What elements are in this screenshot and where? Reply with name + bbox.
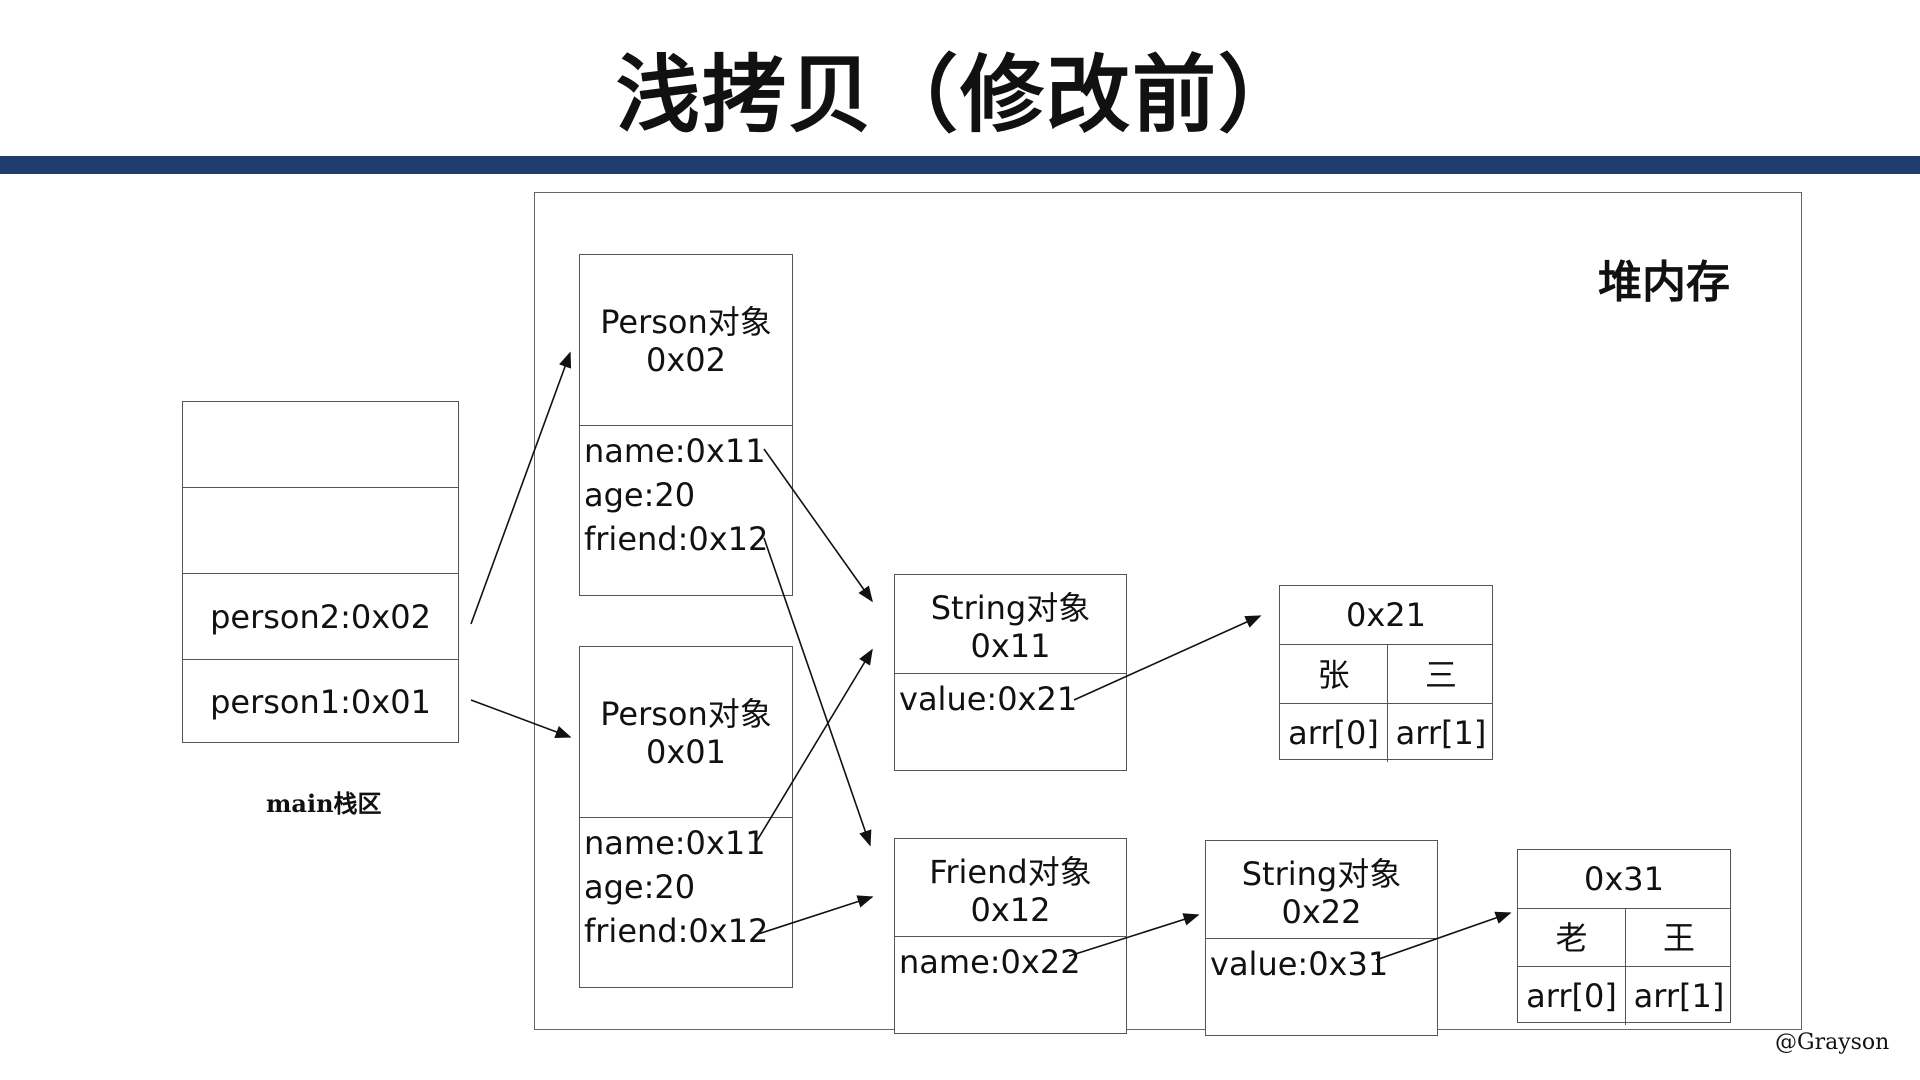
array-index-0: arr[0]: [1288, 714, 1379, 752]
main-stack: person2:0x02 person1:0x01: [182, 401, 459, 743]
string-object-title: String对象: [930, 589, 1091, 627]
array-index-row: arr[0] arr[1]: [1518, 966, 1732, 1025]
string-object-fields: value:0x21: [895, 673, 1126, 772]
stack-cell-person1: person1:0x01: [183, 659, 458, 744]
stack-cell-empty-2: [183, 487, 458, 573]
array-values-row: 老 王: [1518, 908, 1732, 967]
string-object-header: String对象 0x11: [895, 575, 1126, 673]
array-addr: 0x21: [1345, 596, 1426, 634]
field-value: value:0x31: [1210, 945, 1389, 983]
string-object-fields: value:0x31: [1206, 938, 1437, 1037]
stack-cell-person2: person2:0x02: [183, 573, 458, 659]
friend-object-0x12: Friend对象 0x12 name:0x22: [894, 838, 1127, 1034]
array-0x31: 0x31 老 王 arr[0] arr[1]: [1517, 849, 1732, 1025]
friend-object-title: Friend对象: [929, 853, 1092, 891]
stack-label: main栈区: [266, 789, 382, 818]
title-divider: [0, 156, 1920, 174]
string-object-header: String对象 0x22: [1206, 841, 1437, 938]
array-value-1: 王: [1625, 909, 1732, 967]
person-object-addr: 0x01: [645, 733, 726, 771]
string-object-addr: 0x11: [970, 627, 1051, 665]
field-friend: friend:0x12: [584, 520, 769, 558]
friend-object-header: Friend对象 0x12: [895, 839, 1126, 936]
string-object-title: String对象: [1241, 855, 1402, 893]
array-0x21: 0x21 张 三 arr[0] arr[1]: [1279, 585, 1494, 762]
watermark: @Grayson: [1775, 1030, 1890, 1055]
array-index-row: arr[0] arr[1]: [1280, 703, 1494, 762]
person-object-title: Person对象: [600, 695, 772, 733]
field-name: name:0x22: [899, 943, 1081, 981]
stack-cell-empty-1: [183, 402, 458, 487]
array-index-0: arr[0]: [1526, 977, 1617, 1015]
person-object-addr: 0x02: [645, 341, 726, 379]
field-age: age:20: [584, 868, 696, 906]
field-friend: friend:0x12: [584, 912, 769, 950]
array-values-row: 张 三: [1280, 644, 1494, 704]
string-object-0x11: String对象 0x11 value:0x21: [894, 574, 1127, 771]
person-object-fields: name:0x11 age:20 friend:0x12: [580, 425, 792, 597]
person-object-header: Person对象 0x02: [580, 255, 792, 425]
person-object-title: Person对象: [600, 303, 772, 341]
array-value-0: 张: [1317, 655, 1350, 694]
page-title: 浅拷贝（修改前）: [615, 45, 1304, 144]
person-object-0x01: Person对象 0x01 name:0x11 age:20 friend:0x…: [579, 646, 793, 988]
array-index-1: arr[1]: [1387, 704, 1494, 762]
array-value-1: 三: [1387, 645, 1494, 704]
array-value-0: 老: [1555, 919, 1588, 957]
friend-object-addr: 0x12: [970, 891, 1051, 929]
person-object-header: Person对象 0x01: [580, 647, 792, 817]
array-index-1: arr[1]: [1625, 967, 1732, 1025]
heap-label: 堆内存: [1598, 257, 1730, 308]
string-object-addr: 0x22: [1281, 893, 1362, 931]
person-object-0x02: Person对象 0x02 name:0x11 age:20 friend:0x…: [579, 254, 793, 596]
array-addr: 0x31: [1583, 860, 1664, 898]
field-value: value:0x21: [899, 680, 1078, 718]
field-name: name:0x11: [584, 824, 766, 862]
string-object-0x22: String对象 0x22 value:0x31: [1205, 840, 1438, 1036]
person-object-fields: name:0x11 age:20 friend:0x12: [580, 817, 792, 989]
field-age: age:20: [584, 476, 696, 514]
field-name: name:0x11: [584, 432, 766, 470]
friend-object-fields: name:0x22: [895, 936, 1126, 1035]
